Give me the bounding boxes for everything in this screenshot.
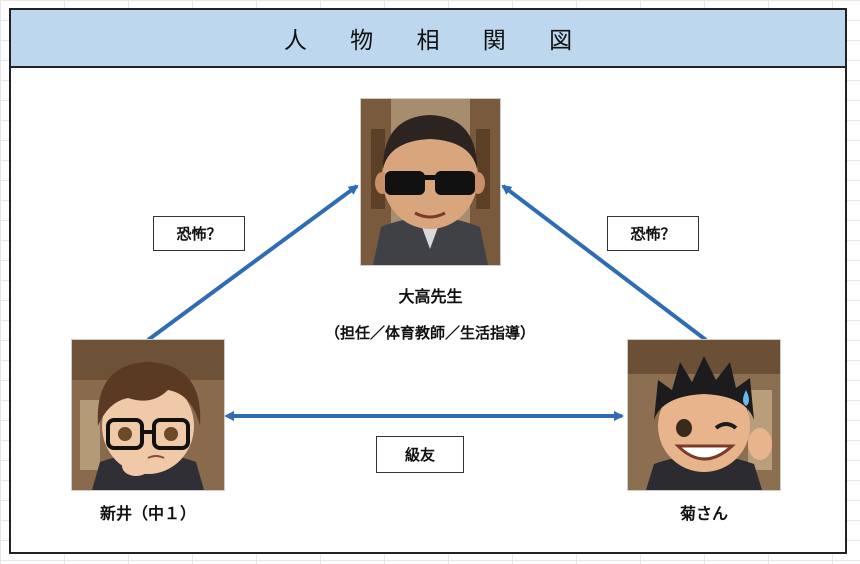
arai-portrait: [72, 340, 224, 490]
page-title: 人 物 相 関 図: [283, 28, 591, 54]
teacher-portrait: [361, 99, 500, 265]
arai-name: 新井（中１）: [99, 504, 196, 523]
title-bar: 人 物 相 関 図: [11, 10, 845, 68]
teacher-role: （担任／体育教師／生活指導）: [324, 324, 535, 342]
arrow-arai-to-teacher: [146, 184, 359, 342]
relation-label-arai-teacher: 恐怖？: [153, 216, 245, 251]
relation-label-kiku-teacher: 恐怖？: [607, 216, 699, 251]
kiku-name: 菊さん: [679, 504, 728, 523]
kiku-portrait: [628, 340, 780, 490]
arrow-kiku-to-teacher: [501, 184, 708, 342]
relation-label-classmates: 級友: [376, 436, 464, 473]
teacher-name: 大高先生: [398, 287, 463, 306]
